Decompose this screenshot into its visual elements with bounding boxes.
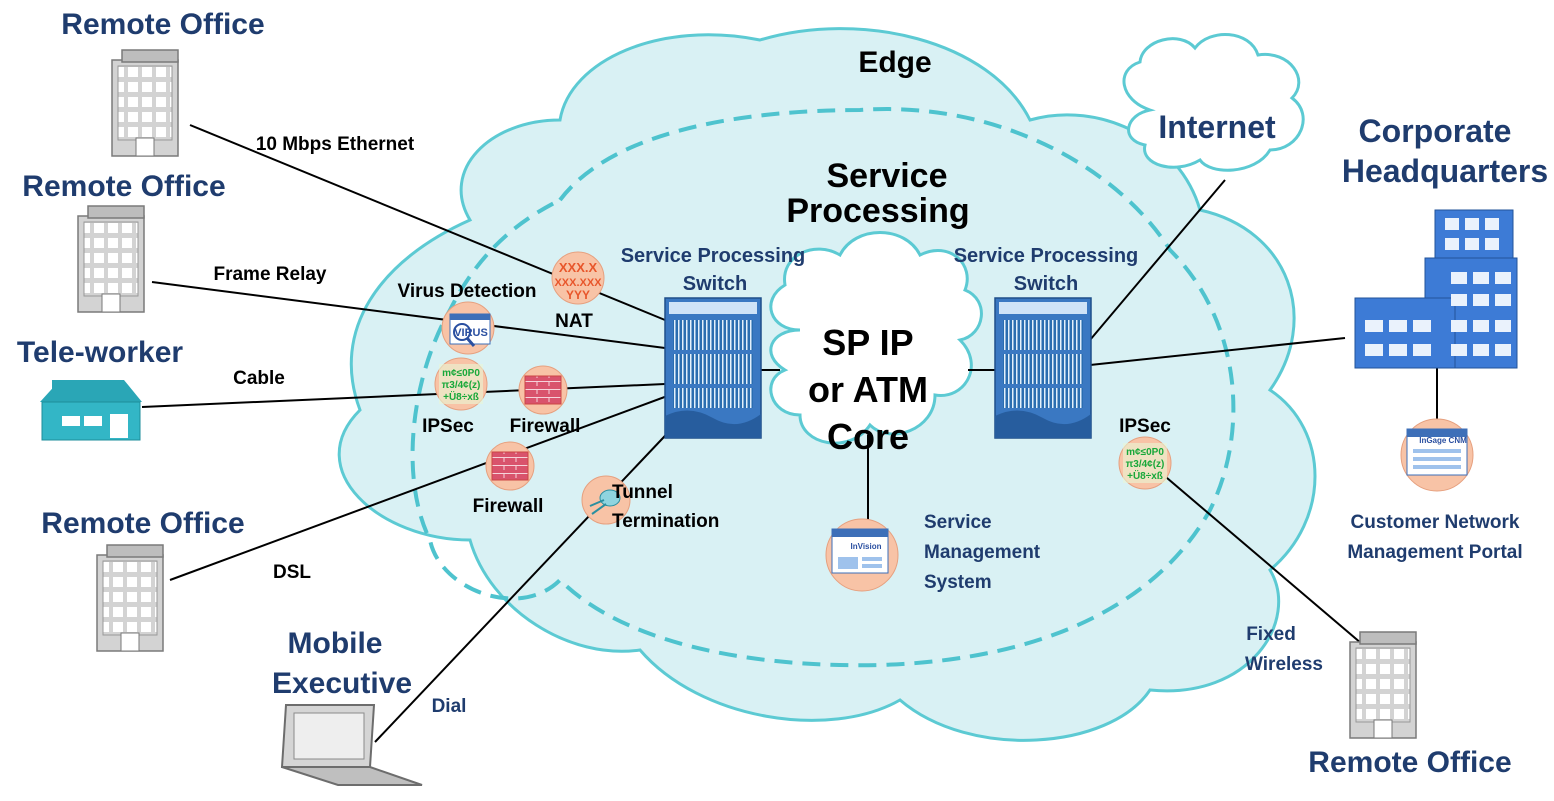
- tunnel-termination-label-1: Tunnel: [612, 482, 673, 503]
- corporate-hq-label-1: Corporate: [1359, 113, 1512, 149]
- nat-icon: XXX.X XXX.XXX YYY: [551, 251, 605, 305]
- svg-text:+Ü8÷xß: +Ü8÷xß: [1127, 469, 1163, 482]
- firewall-2-icon: [485, 441, 535, 491]
- svg-text:XXX.X: XXX.X: [559, 260, 598, 275]
- link-label-fixed-wireless-2: Wireless: [1245, 654, 1323, 675]
- svg-text:+Ü8÷xß: +Ü8÷xß: [443, 390, 479, 403]
- link-label-dsl: DSL: [273, 562, 311, 583]
- core-label-1: SP IP: [822, 322, 913, 363]
- links: [141, 124, 1438, 743]
- mobile-executive-label-1: Mobile: [288, 627, 383, 660]
- firewall-2-label: Firewall: [473, 496, 544, 517]
- service-management-system-icon: InVision: [825, 518, 899, 592]
- remote-office-1-building-icon: [111, 49, 179, 157]
- remote-office-2-label: Remote Office: [22, 170, 225, 203]
- left-switch-label-1: Service Processing: [621, 245, 806, 267]
- service-processing-label-2: Processing: [786, 192, 969, 230]
- link-label-frame-relay: Frame Relay: [213, 264, 326, 285]
- svg-text:InGage CNM: InGage CNM: [1419, 436, 1467, 445]
- corporate-hq-building-icon: [1354, 209, 1518, 369]
- tele-worker-label: Tele-worker: [17, 336, 183, 369]
- sms-label-3: System: [924, 572, 992, 593]
- house-icon: [40, 380, 142, 441]
- remote-office-3-label: Remote Office: [41, 507, 244, 540]
- link-label-cable: Cable: [233, 368, 285, 389]
- svg-text:XXX.XXX: XXX.XXX: [554, 277, 602, 289]
- ipsec-right-icon: m¢≤0P0 π3/4¢(z) +Ü8÷xß: [1118, 436, 1172, 490]
- sms-label-1: Service: [924, 512, 992, 533]
- sms-label-2: Management: [924, 542, 1041, 563]
- nat-label: NAT: [555, 311, 593, 332]
- svg-text:π3/4¢(z): π3/4¢(z): [442, 380, 481, 391]
- virus-detection-icon: VIRUS: [441, 301, 495, 355]
- svg-text:m¢≤0P0: m¢≤0P0: [1126, 447, 1164, 458]
- core-cloud: [769, 231, 983, 445]
- laptop-icon: [280, 704, 423, 786]
- svg-text:VIRUS: VIRUS: [454, 327, 488, 339]
- svg-text:InVision: InVision: [851, 542, 882, 551]
- service-processing-label-1: Service: [827, 157, 948, 195]
- edge-label: Edge: [858, 46, 931, 79]
- cnm-portal-icon: InGage CNM: [1400, 418, 1474, 492]
- core-label-3: Core: [827, 416, 909, 457]
- cnm-label-2: Management Portal: [1347, 542, 1522, 563]
- link-label-dial: Dial: [432, 696, 467, 717]
- firewall-1-icon: [518, 365, 568, 415]
- ipsec-left-label: IPSec: [422, 416, 474, 437]
- corporate-hq-label-2: Headquarters: [1342, 153, 1548, 189]
- internet-label: Internet: [1158, 109, 1276, 145]
- remote-office-2-building-icon: [77, 205, 145, 313]
- svg-text:m¢≤0P0: m¢≤0P0: [442, 368, 480, 379]
- svg-text:π3/4¢(z): π3/4¢(z): [1126, 459, 1165, 470]
- remote-office-4-label: Remote Office: [1308, 746, 1511, 779]
- remote-office-4-building-icon: [1349, 631, 1417, 739]
- service-processing-boundary: [410, 107, 1236, 668]
- link-label-fixed-wireless-1: Fixed: [1246, 624, 1296, 645]
- cnm-label-1: Customer Network: [1351, 512, 1520, 533]
- mobile-executive-label-2: Executive: [272, 667, 412, 700]
- core-label-2: or ATM: [808, 369, 928, 410]
- right-switch-label-1: Service Processing: [954, 245, 1139, 267]
- tunnel-termination-icon: [581, 475, 631, 525]
- right-switch-label-2: Switch: [1014, 273, 1078, 295]
- right-service-processing-switch-icon: [994, 297, 1092, 439]
- left-service-processing-switch-icon: [664, 297, 762, 439]
- remote-office-3-building-icon: [96, 544, 164, 652]
- ipsec-left-icon: m¢≤0P0 π3/4¢(z) +Ü8÷xß: [434, 357, 488, 411]
- tunnel-termination-label-2: Termination: [612, 511, 719, 532]
- ipsec-right-label: IPSec: [1119, 416, 1171, 437]
- left-switch-label-2: Switch: [683, 273, 747, 295]
- internet-cloud: [1122, 33, 1305, 172]
- remote-office-1-label: Remote Office: [61, 8, 264, 41]
- virus-detection-label: Virus Detection: [397, 281, 536, 302]
- firewall-1-label: Firewall: [510, 416, 581, 437]
- svg-text:YYY: YYY: [566, 288, 590, 302]
- link-label-ethernet: 10 Mbps Ethernet: [256, 134, 415, 155]
